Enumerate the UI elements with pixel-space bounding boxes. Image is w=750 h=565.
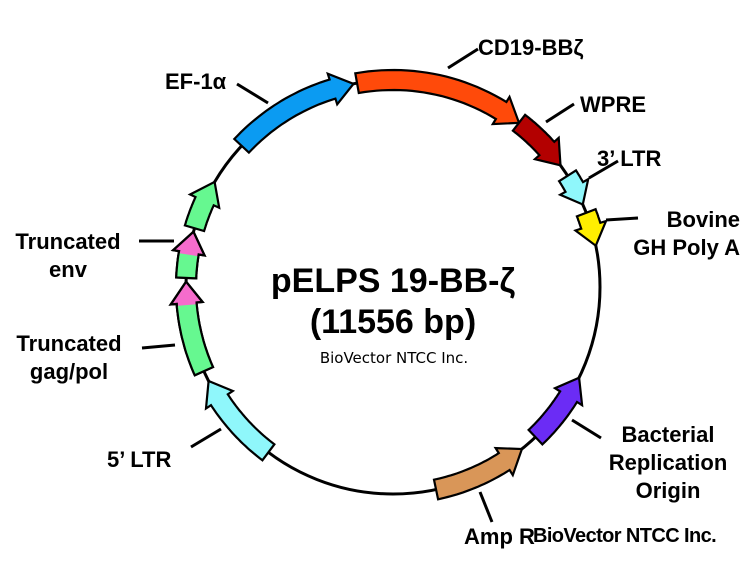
leader-ef1a <box>236 82 269 105</box>
label-env-line1: Truncated <box>15 229 120 254</box>
feature-env2 <box>183 180 221 233</box>
label-ampR: Amp R <box>464 524 535 549</box>
feature-ltr3 <box>557 168 590 207</box>
feature-env2-arrow <box>183 180 221 233</box>
leader-wpre <box>545 102 575 124</box>
label-polyA-line2: GH Poly A <box>633 235 740 260</box>
plasmid-size: (11556 bp) <box>310 303 476 341</box>
feature-polyA <box>573 207 608 248</box>
label-polyA-line1: Bovine <box>667 207 740 232</box>
feature-wpre-arrow <box>511 113 562 167</box>
feature-ef1a <box>232 71 356 155</box>
plasmid-title: pELPS 19-BB-ζ <box>271 262 516 300</box>
label-ef1a: EF-1α <box>165 69 227 94</box>
leader-ltr3 <box>588 159 619 180</box>
leader-gagpol <box>141 343 176 350</box>
feature-ori <box>527 376 584 446</box>
feature-polyA-arrow <box>573 207 608 248</box>
feature-ampR-arrow <box>432 446 524 501</box>
label-wpre: WPRE <box>580 92 646 117</box>
label-ltr5: 5’ LTR <box>107 447 171 472</box>
feature-ltr5 <box>204 379 276 462</box>
feature-segments <box>168 68 608 501</box>
label-ltr3: 3’ LTR <box>597 146 661 171</box>
feature-gagpol-body <box>176 304 213 376</box>
label-ori-line1: Bacterial <box>622 422 715 447</box>
feature-cd19 <box>354 68 521 126</box>
feature-env-body <box>176 253 199 279</box>
watermark-bottom: BioVector NTCC Inc. <box>533 525 716 547</box>
leader-polyA <box>605 216 639 222</box>
leader-ltr5 <box>190 427 222 449</box>
feature-env <box>170 229 207 280</box>
feature-ori-arrow <box>527 376 584 446</box>
feature-cd19-arrow <box>354 68 521 126</box>
feature-ltr3-arrow <box>557 168 590 207</box>
leader-ampR <box>478 491 494 523</box>
label-gagpol-line1: Truncated <box>16 331 121 356</box>
feature-wpre <box>511 113 562 167</box>
leader-cd19 <box>447 47 479 70</box>
feature-ef1a-arrow <box>232 71 356 155</box>
watermark-center: BioVector NTCC Inc. <box>320 349 468 367</box>
feature-ampR <box>432 446 524 501</box>
feature-gagpol <box>168 279 215 377</box>
feature-env-outline <box>170 229 207 280</box>
feature-ltr5-arrow <box>204 379 276 462</box>
label-ori-line2: Replication <box>609 450 728 475</box>
label-cd19: CD19-BBζ <box>478 35 583 60</box>
feature-gagpol-outline <box>168 279 215 377</box>
label-gagpol-line2: gag/pol <box>30 359 108 384</box>
leader-ori <box>571 418 602 440</box>
label-ori-line3: Origin <box>636 478 701 503</box>
label-env-line2: env <box>49 257 88 282</box>
